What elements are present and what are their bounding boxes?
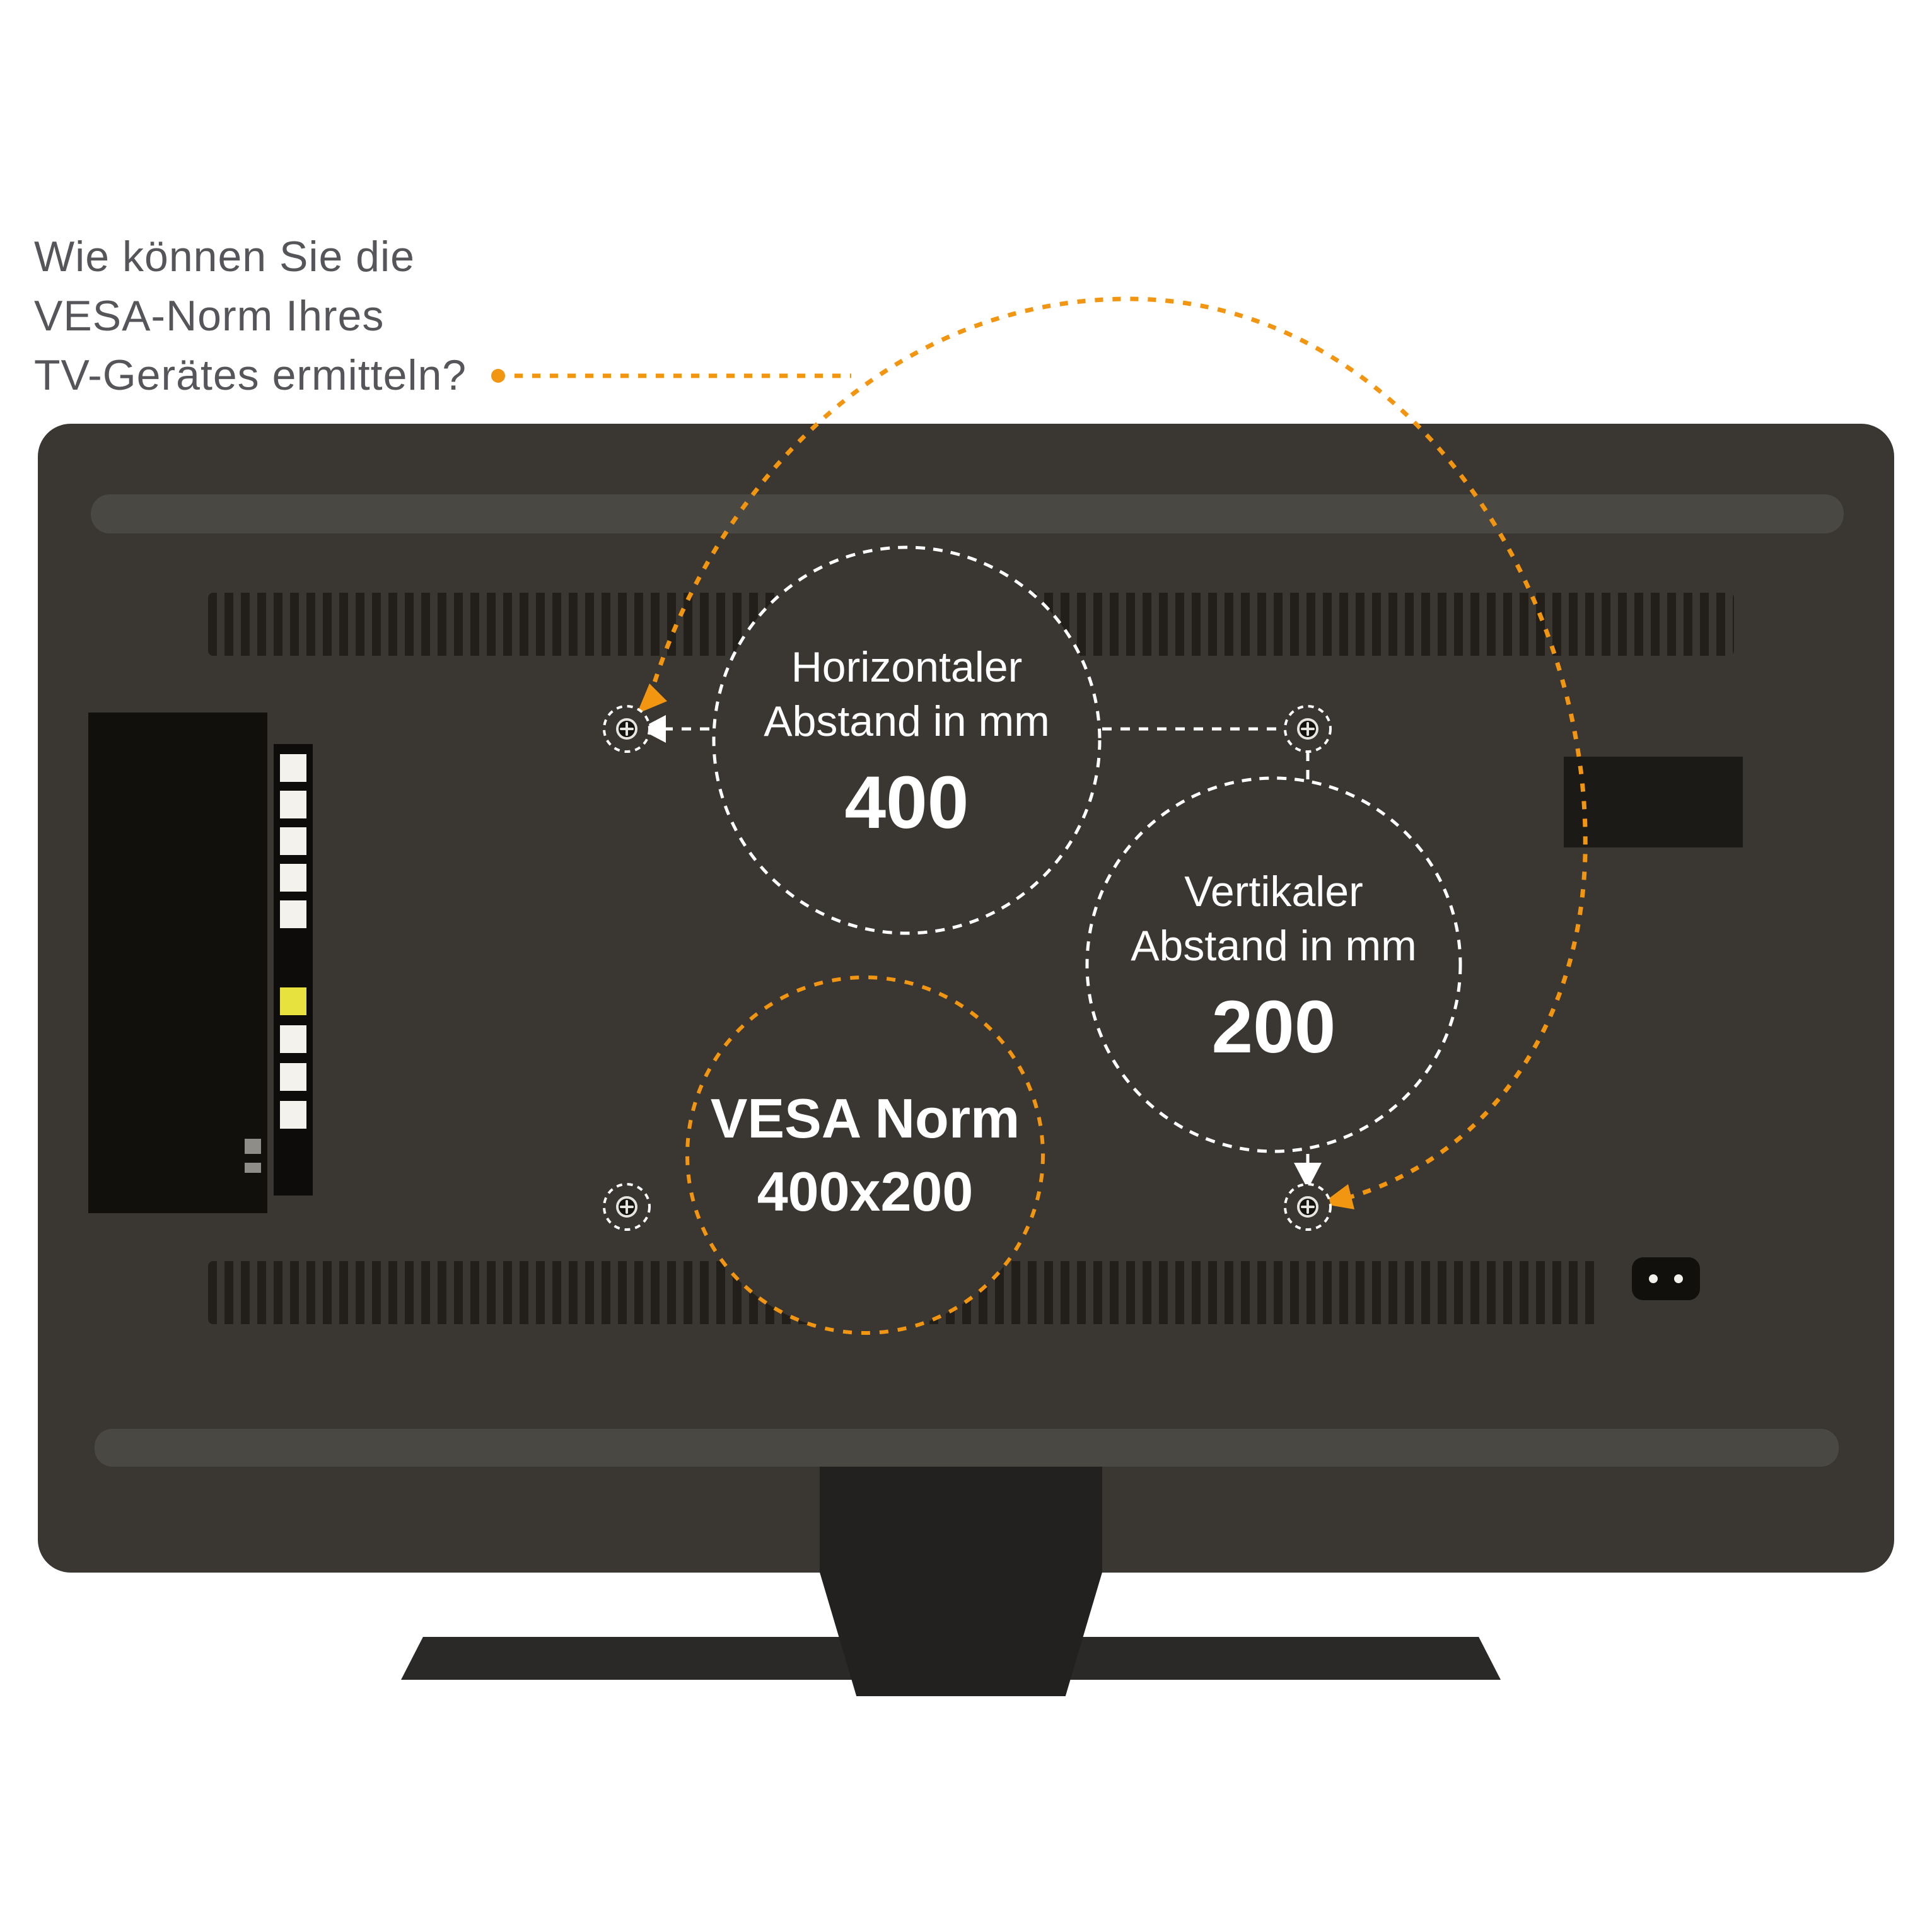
connector-strip [274,744,313,1196]
vesa-circle-outline [685,975,1045,1335]
side-panel [1564,757,1743,847]
vesa-norm-circle: VESA Norm 400x200 [687,977,1043,1333]
connector-detail [245,1139,261,1154]
leader-dot-icon [491,369,505,383]
horizontal-distance-title: Horizontaler [791,643,1023,691]
power-pin-icon [1649,1274,1658,1283]
arrow-down-icon [1294,1163,1322,1189]
connector-block [280,1025,306,1053]
power-pin-icon [1674,1274,1683,1283]
connector-block [280,827,306,855]
vesa-hole-bottom-left [603,1183,651,1231]
connector-block [280,1101,306,1129]
vesa-hole-top-left [603,705,651,753]
connector-panel [88,713,267,1213]
vesa-norm-title: VESA Norm [710,1087,1020,1149]
connector-block-yellow [280,987,306,1015]
question-line: Wie können Sie die [34,233,415,281]
vesa-norm-value: 400x200 [757,1160,974,1223]
horizontal-distance-value: 400 [844,761,969,844]
vesa-hole-bottom-right [1284,1183,1332,1231]
tv-top-highlight [91,494,1844,533]
connector-block [280,791,306,818]
vertical-distance-subtitle: Abstand in mm [1131,922,1417,970]
tv-bottom-highlight [95,1429,1839,1467]
horizontal-distance-subtitle: Abstand in mm [764,697,1050,745]
horizontal-circle-outline [712,545,1102,935]
question-text: Wie können Sie die VESA-Norm Ihres TV-Ge… [34,227,467,405]
vesa-callout-arc [647,296,1588,1201]
connector-block [280,754,306,782]
connector-detail [245,1163,261,1173]
horizontal-distance-circle: Horizontaler Abstand in mm 400 [714,547,1100,933]
vertical-distance-value: 200 [1211,986,1336,1069]
connector-block [280,864,306,892]
power-inlet-icon [1632,1257,1700,1300]
tv-stand-neck [820,1467,1102,1696]
vesa-hole-top-right [1284,705,1332,753]
vertical-distance-title: Vertikaler [1184,868,1363,916]
connector-block [280,1063,306,1091]
arrow-orange-top-left-icon [637,684,667,714]
arrow-left-icon [639,715,666,743]
question-line: TV-Gerätes ermitteln? [34,351,467,399]
question-line: VESA-Norm Ihres [34,292,385,340]
connector-block [280,900,306,928]
vertical-distance-circle: Vertikaler Abstand in mm 200 [1087,778,1460,1151]
vertical-circle-outline [1085,776,1462,1153]
